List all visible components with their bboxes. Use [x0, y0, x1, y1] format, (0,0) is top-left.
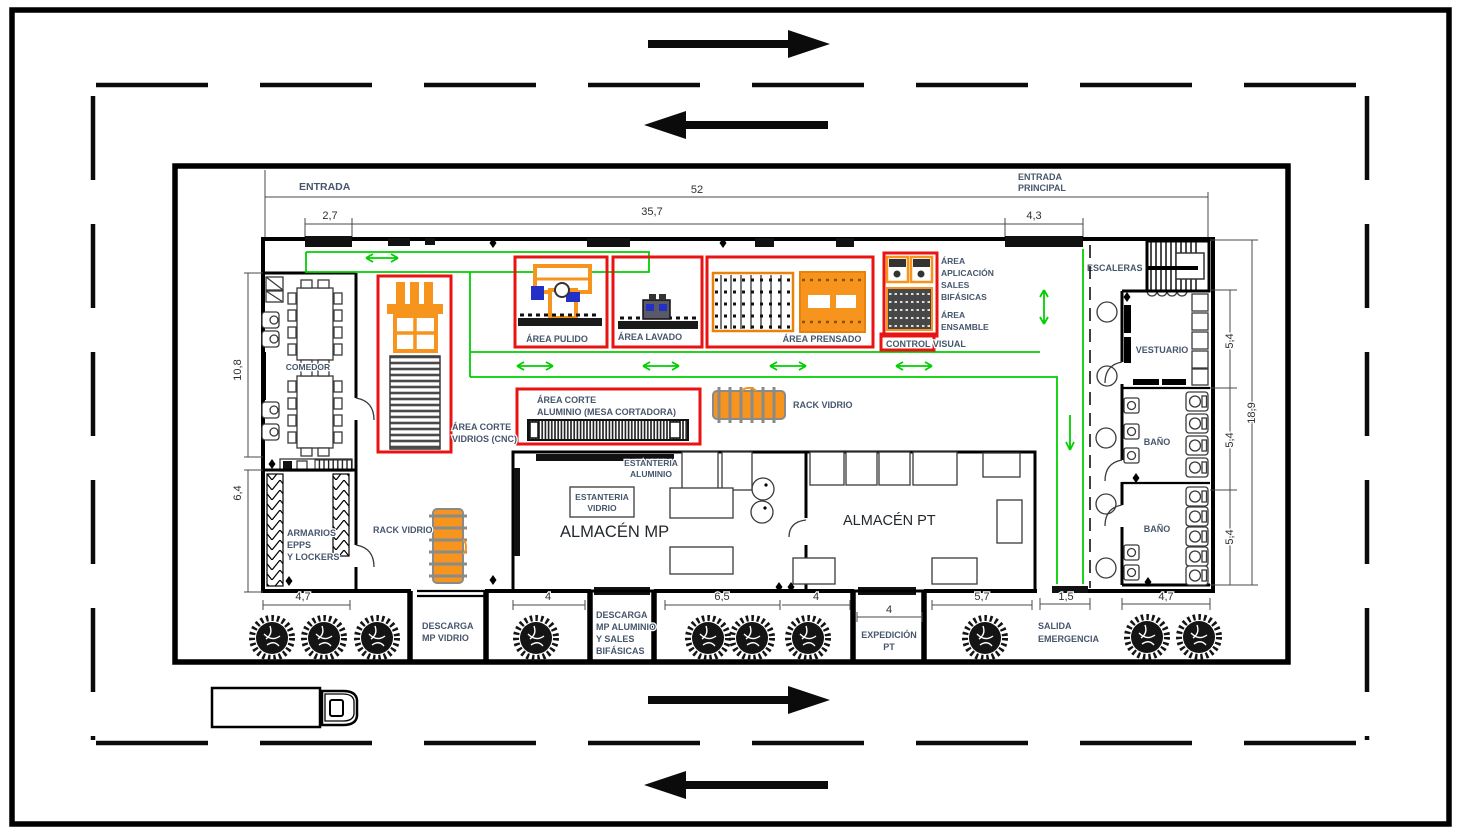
work-areas: ÁREA PULIDO ÁREA LAVADO ÁREA PRENSADO CO…	[376, 251, 995, 454]
label-aplicacion-4: BIFÁSICAS	[941, 292, 987, 302]
dim-expedicion-door: 4	[886, 604, 892, 616]
aluminium-cutting-table-icon	[527, 419, 689, 441]
room-bano-2: BAÑO	[1123, 486, 1209, 587]
dim-pt-front: 5,7	[974, 591, 989, 603]
label-ensamble-1: ÁREA	[941, 310, 965, 320]
corridor-columns	[1095, 301, 1118, 579]
label-area-lavado: ÁREA LAVADO	[618, 332, 682, 342]
dim-bottom-left-trees: 4,7	[295, 591, 310, 603]
label-armarios-3: Y LOCKERS	[287, 552, 339, 562]
room-armarios-lockers: ARMARIOS EPPS Y LOCKERS	[263, 468, 356, 587]
area-corte-aluminio-outline	[515, 387, 702, 446]
label-descarga-vidrio-1: DESCARGA	[422, 621, 474, 631]
label-descarga-aluminio-3: Y SALES	[596, 634, 634, 644]
dim-descarga-vidrio: 4	[545, 591, 551, 603]
control-visual-label-box	[879, 332, 936, 352]
dim-almacen-front: 4	[813, 591, 819, 603]
label-almacen-pt: ALMACÉN PT	[843, 512, 936, 529]
label-aplicacion-2: APLICACIÓN	[941, 267, 994, 278]
label-almacen-mp: ALMACÉN MP	[560, 522, 669, 541]
room-bano-1: BAÑO	[1123, 391, 1209, 483]
inspection-machines-icon	[885, 255, 934, 331]
warehouse: ESTANTERIA ALUMINIO ESTANTERIA VIDRIO AL…	[511, 450, 1037, 593]
label-estanteria-vidrio-2: VIDRIO	[587, 503, 617, 513]
label-corte-vidrios-1: ÁREA CORTE	[452, 422, 511, 432]
area-pulido-outline	[513, 255, 609, 349]
label-corte-vidrios-2: VIDRIOS (CNC)	[452, 434, 517, 444]
label-control-visual: CONTROL VISUAL	[886, 339, 966, 349]
label-estanteria-aluminio-1: ESTANTERIA	[624, 458, 678, 468]
cnc-glass-cutting-machine-icon	[387, 282, 443, 450]
label-aplicacion-1: ÁREA	[941, 256, 965, 266]
label-rack-vidrio-left: RACK VIDRIO	[373, 525, 433, 535]
dim-main-entrance-door: 4,3	[1026, 210, 1041, 222]
dim-total-width: 52	[691, 184, 703, 196]
dim-comedor-height: 10,8	[232, 359, 244, 380]
rack-vidrio-horizontal: RACK VIDRIO	[712, 386, 854, 423]
label-entrada: ENTRADA	[299, 181, 351, 193]
label-corte-aluminio-2: ALUMINIO (MESA CORTADORA)	[537, 407, 676, 417]
traffic-arrows	[644, 30, 830, 799]
dimensions-left: 10,8 6,4	[231, 272, 263, 593]
label-descarga-aluminio-1: DESCARGA	[596, 610, 648, 620]
dim-production-front: 35,7	[641, 206, 662, 218]
truck-icon	[210, 686, 359, 729]
road-markings	[90, 82, 1370, 746]
control-visual-outline	[882, 251, 939, 338]
label-entrada-principal-1: ENTRADA	[1018, 172, 1062, 182]
label-armarios-2: EPPS	[287, 540, 311, 550]
label-bano-2: BAÑO	[1144, 524, 1171, 534]
dim-armarios-height: 6,4	[232, 485, 244, 500]
room-comedor: COMEDOR	[261, 271, 375, 591]
label-area-prensado: ÁREA PRENSADO	[783, 334, 862, 344]
label-comedor: COMEDOR	[286, 362, 330, 372]
label-aplicacion-3: SALES	[941, 280, 970, 290]
dimensions-bottom: 4,7 4 6,5 4 5,7 1,5 4 4,7	[262, 590, 1211, 622]
label-salida-2: EMERGENCIA	[1038, 634, 1100, 644]
dimensions-top: 52 2,7 35,7 4,3 ENTRADA ENTRADA PRINCIPA…	[264, 170, 1209, 240]
area-corte-vidrios-outline	[376, 274, 453, 454]
area-prensado-outline	[705, 255, 875, 349]
label-vestuario: VESTUARIO	[1136, 345, 1189, 355]
flow-routes	[305, 249, 1084, 584]
label-corte-aluminio-1: ÁREA CORTE	[537, 395, 596, 405]
label-expedicion-2: PT	[883, 642, 895, 652]
label-area-pulido: ÁREA PULIDO	[526, 334, 588, 344]
label-escaleras: ESCALERAS	[1087, 263, 1143, 273]
dim-mid-trees: 6,5	[714, 591, 729, 603]
label-descarga-aluminio-2: MP ALUMINIO	[596, 622, 656, 632]
loading-docks: DESCARGA MP VIDRIO DESCARGA MP ALUMINIO …	[407, 575, 1101, 661]
area-lavado-outline	[611, 255, 704, 349]
pressing-machines-icon	[711, 271, 866, 333]
site-boundary	[172, 163, 1291, 665]
dim-bottom-right-trees: 4,7	[1158, 591, 1173, 603]
label-entrada-principal-2: PRINCIPAL	[1018, 183, 1066, 193]
label-salida-1: SALIDA	[1038, 621, 1072, 631]
dim-bano-2: 5,4	[1224, 529, 1236, 544]
label-descarga-vidrio-2: MP VIDRIO	[422, 633, 469, 643]
polishing-machine-icon	[518, 264, 602, 326]
dim-salida-door: 1,5	[1058, 591, 1073, 603]
dimensions-right: 5,4 5,4 5,4 18,9	[1210, 239, 1259, 586]
label-descarga-aluminio-4: BIFÁSICAS	[596, 646, 645, 656]
label-ensamble-2: ENSAMBLE	[941, 322, 989, 332]
label-estanteria-aluminio-2: ALUMINIO	[630, 469, 672, 479]
dim-bano-1: 5,4	[1224, 432, 1236, 447]
label-expedicion-1: EXPEDICIÓN	[861, 629, 917, 640]
label-estanteria-vidrio-1: ESTANTERIA	[575, 492, 629, 502]
dim-entrance-door: 2,7	[322, 210, 337, 222]
label-armarios-1: ARMARIOS	[287, 528, 336, 538]
rack-vidrio-vertical: RACK VIDRIO	[372, 508, 468, 584]
dim-right-wing-total: 18,9	[1246, 402, 1258, 423]
label-bano-1: BAÑO	[1144, 437, 1171, 447]
washing-machine-icon	[618, 294, 698, 329]
dim-vestuario: 5,4	[1224, 333, 1236, 348]
label-rack-vidrio-right: RACK VIDRIO	[793, 400, 853, 410]
